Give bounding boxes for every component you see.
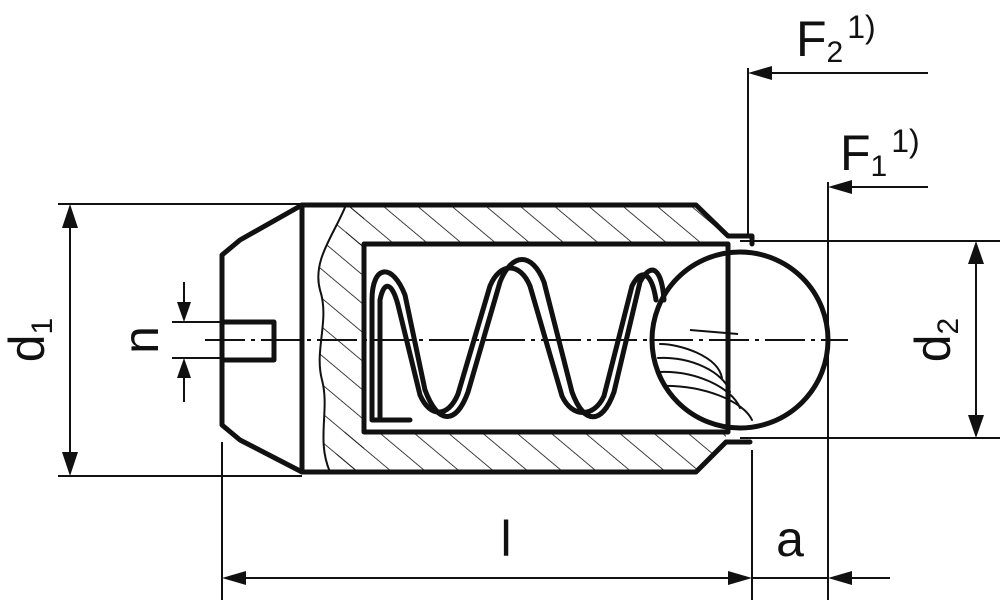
tip-chamfer xyxy=(219,202,305,475)
dimension-d1 xyxy=(62,204,78,476)
label-d2: d2 xyxy=(905,318,965,363)
spring-end-left xyxy=(369,297,413,423)
housing-upper-contour xyxy=(299,202,755,247)
housing-outline xyxy=(219,202,755,475)
dimension-l xyxy=(222,571,752,585)
hatch-bottom-wall xyxy=(330,428,726,472)
hatch-left-wall xyxy=(318,205,364,472)
label-n: n xyxy=(113,326,169,354)
ball-shading xyxy=(657,329,753,421)
label-l: l xyxy=(500,511,511,567)
compression-spring xyxy=(369,257,667,423)
label-f2: F21) xyxy=(796,9,876,69)
housing-lower-contour xyxy=(299,439,753,475)
label-a: a xyxy=(776,511,804,567)
hatched-housing-wall xyxy=(318,205,728,472)
spring-coil-inner xyxy=(377,265,659,423)
break-line xyxy=(317,204,347,473)
force-arrow-f2 xyxy=(748,66,928,80)
spring-coil-outer xyxy=(369,257,667,420)
force-arrow-f1 xyxy=(828,180,928,194)
extension-lines xyxy=(58,68,1000,600)
spring-bore xyxy=(361,241,731,435)
dimension-n xyxy=(177,282,191,402)
dimension-a xyxy=(752,571,890,585)
label-f1: F11) xyxy=(840,123,920,183)
dimension-d2 xyxy=(968,241,984,438)
hatch-top-wall xyxy=(346,205,728,250)
label-d1: d1 xyxy=(0,318,59,363)
